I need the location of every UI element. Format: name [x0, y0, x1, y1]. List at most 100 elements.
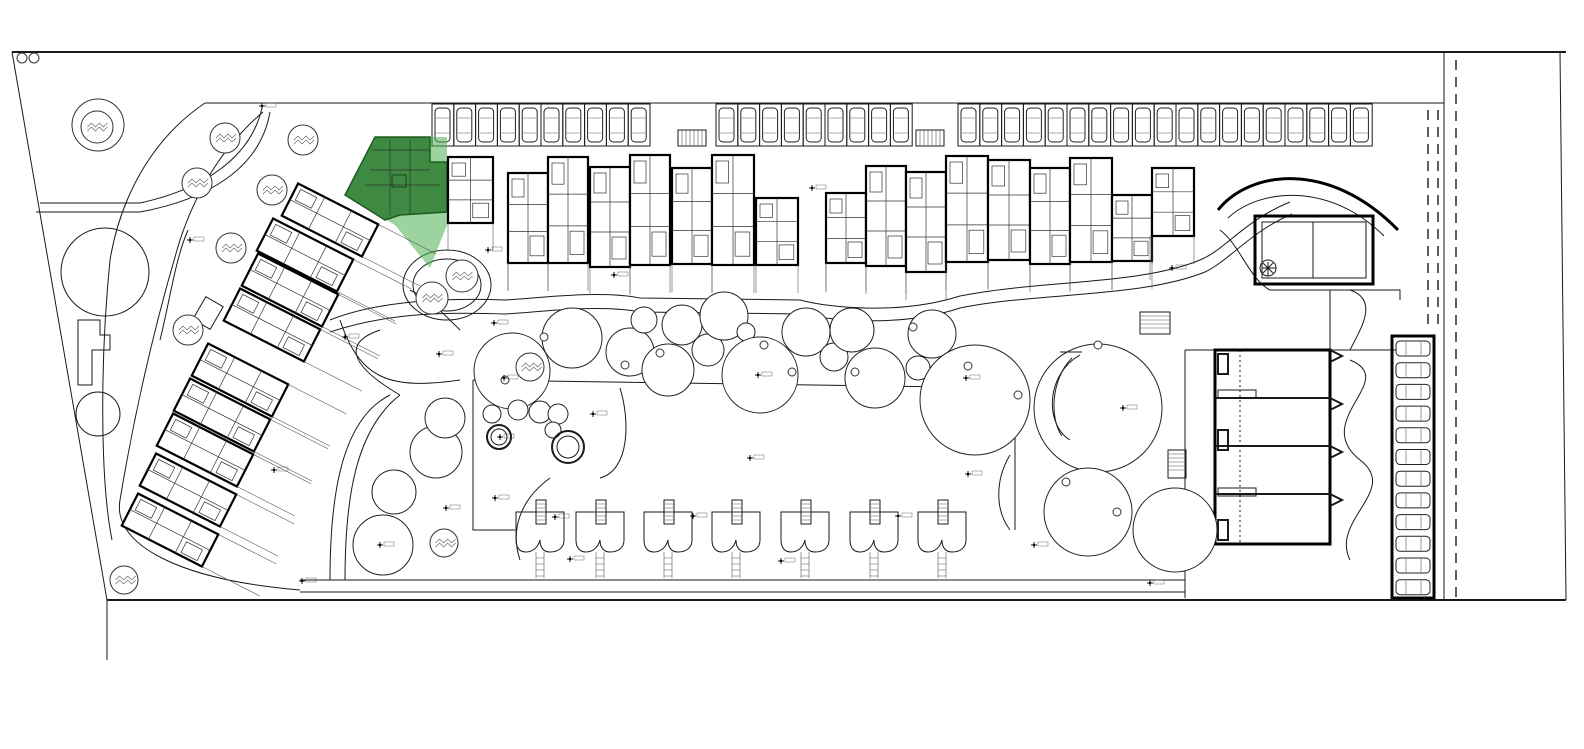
- townhouse-unit: [1028, 166, 1072, 292]
- townhouse-unit: [155, 412, 312, 517]
- level-marker: [259, 102, 277, 109]
- parking-space: [957, 103, 981, 147]
- townhouse-unit: [172, 377, 329, 482]
- tree: [539, 332, 549, 342]
- level-marker: [590, 410, 608, 417]
- townhouse-unit: [1068, 156, 1114, 290]
- parking-space: [1395, 427, 1431, 444]
- level-marker: [778, 557, 796, 564]
- parking-space: [1395, 470, 1431, 487]
- tree-canopy: [844, 347, 906, 409]
- townhouse-row-left: [120, 182, 437, 597]
- parking-space: [1395, 449, 1431, 465]
- tree-canopy: [371, 469, 417, 515]
- level-marker: [552, 513, 570, 520]
- townhouse-unit: [1110, 193, 1154, 289]
- parking-space: [1110, 103, 1133, 147]
- tree: [215, 232, 247, 264]
- tree: [908, 322, 918, 332]
- parking-space: [868, 103, 891, 147]
- tree-canopy: [907, 309, 957, 359]
- tree-canopy: [919, 344, 1031, 456]
- level-marker: [342, 333, 360, 340]
- townhouse-unit: [190, 342, 347, 447]
- tree: [620, 360, 630, 370]
- parking-space: [1395, 383, 1431, 400]
- townhouse-unit: [138, 452, 295, 557]
- parking-space: [540, 103, 564, 147]
- pavilion: [643, 499, 693, 578]
- parking-space: [1395, 557, 1431, 574]
- level-marker: [567, 555, 585, 562]
- parking-space: [759, 103, 782, 147]
- pavilion: [849, 499, 899, 578]
- tree: [415, 281, 449, 315]
- level-marker: [187, 236, 205, 243]
- townhouse-unit: [506, 171, 550, 291]
- parking-space: [1219, 103, 1242, 147]
- level-marker: [755, 371, 773, 378]
- pavilion: [575, 499, 625, 578]
- trees: [71, 98, 1122, 595]
- parking-space: [1284, 103, 1308, 147]
- tree: [850, 367, 860, 377]
- tree-canopy: [424, 397, 466, 439]
- level-marker: [299, 577, 317, 584]
- level-marker: [1169, 264, 1187, 271]
- pavilions: [515, 499, 967, 578]
- tree: [759, 340, 769, 350]
- parking-space: [431, 103, 455, 147]
- townhouse-unit: [120, 492, 277, 597]
- parking-space: [1306, 103, 1330, 147]
- level-markers: [187, 102, 1187, 586]
- townhouse-unit: [710, 153, 756, 293]
- townhouse-unit: [670, 166, 714, 292]
- parking-space: [846, 103, 870, 147]
- pavilion: [515, 499, 565, 578]
- level-marker: [611, 271, 629, 278]
- tree-canopy: [507, 399, 529, 421]
- tree: [287, 124, 319, 156]
- parking-space: [715, 103, 739, 147]
- tree-canopy: [1033, 343, 1163, 473]
- level-marker: [809, 184, 827, 191]
- pavilion: [917, 499, 967, 578]
- townhouse-unit: [824, 191, 868, 291]
- parking-space: [1328, 103, 1351, 147]
- parking-space: [979, 103, 1003, 147]
- level-marker: [443, 504, 461, 511]
- townhouse-unit: [944, 154, 990, 290]
- tree: [515, 352, 545, 382]
- pavilion: [711, 499, 761, 578]
- parking-space: [1395, 579, 1431, 596]
- level-marker: [271, 466, 289, 473]
- tree-canopy: [541, 307, 603, 369]
- tree: [445, 259, 479, 293]
- parking-space: [1395, 362, 1431, 379]
- parking-space: [1131, 103, 1155, 147]
- parking-space: [737, 103, 761, 147]
- tree: [172, 314, 204, 346]
- level-marker: [377, 541, 395, 548]
- tree: [109, 565, 139, 595]
- parking-space: [1088, 103, 1112, 147]
- townhouse-unit: [546, 155, 590, 291]
- parking-space: [1395, 340, 1431, 357]
- parking-space: [475, 103, 498, 147]
- townhouse-row-top: [446, 153, 1196, 300]
- level-marker: [747, 454, 765, 461]
- level-marker: [690, 512, 708, 519]
- level-marker: [1120, 404, 1138, 411]
- tree-canopies: [352, 291, 1218, 576]
- tree-canopy: [829, 307, 875, 353]
- site-boundary: [11, 51, 1567, 660]
- corner-trees: [16, 52, 40, 64]
- townhouse-unit: [904, 170, 948, 300]
- parking-space: [1066, 103, 1090, 147]
- townhouse-unit: [628, 153, 672, 293]
- level-marker: [492, 494, 510, 501]
- townhouse-unit: [754, 196, 800, 293]
- townhouse-unit: [1150, 166, 1196, 264]
- level-marker: [895, 512, 913, 519]
